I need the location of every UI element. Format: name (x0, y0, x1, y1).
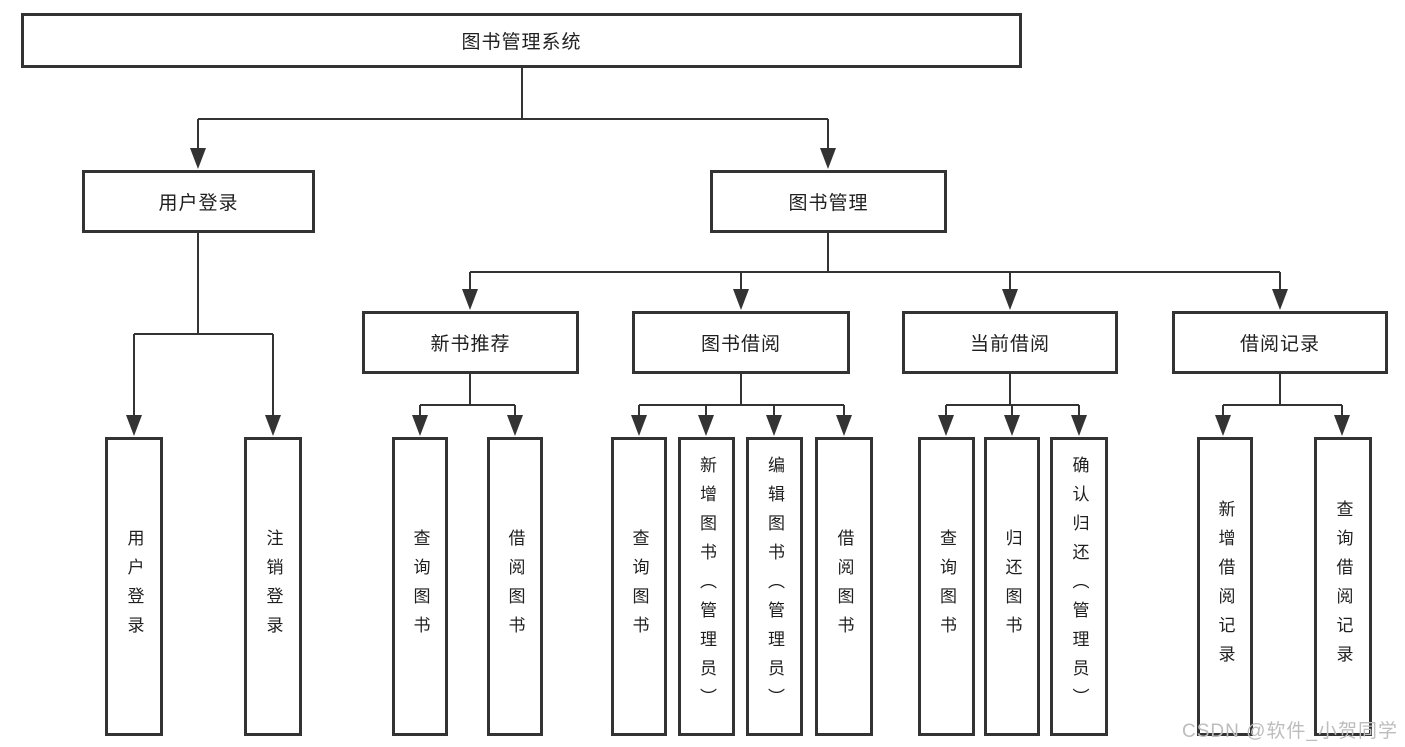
leaf-add-books-admin: 新增图书（管理员） (678, 437, 735, 736)
node-root: 图书管理系统 (21, 13, 1022, 68)
leaf-return-books-label: 归还图书 (1002, 528, 1022, 645)
csdn-watermark: CSDN @软件_小贺同学 (1182, 721, 1398, 742)
node-book-borrow-label: 图书借阅 (700, 334, 781, 355)
leaf-user-login: 用户登录 (105, 437, 163, 736)
leaf-query-books-recommend-label: 查询图书 (410, 528, 430, 645)
leaf-query-books-current: 查询图书 (918, 437, 975, 736)
node-new-book-recommend: 新书推荐 (362, 311, 579, 374)
leaf-query-borrow-record: 查询借阅记录 (1314, 437, 1372, 736)
node-book-borrow: 图书借阅 (632, 311, 850, 374)
leaf-return-books: 归还图书 (984, 437, 1040, 736)
node-user-login-label: 用户登录 (158, 193, 239, 214)
leaf-query-borrow-record-label: 查询借阅记录 (1333, 499, 1353, 674)
leaf-add-books-admin-label: 新增图书（管理员） (697, 456, 716, 717)
node-current-borrow: 当前借阅 (902, 311, 1118, 374)
node-new-book-recommend-label: 新书推荐 (430, 334, 511, 355)
leaf-borrow-books: 借阅图书 (815, 437, 873, 736)
node-borrow-records: 借阅记录 (1172, 311, 1388, 374)
node-book-management-label: 图书管理 (788, 193, 869, 214)
leaf-query-books-borrow: 查询图书 (611, 437, 667, 736)
leaf-edit-books-admin-label: 编辑图书（管理员） (765, 456, 784, 717)
leaf-borrow-books-recommend: 借阅图书 (487, 437, 543, 736)
leaf-user-login-label: 用户登录 (124, 528, 144, 645)
node-current-borrow-label: 当前借阅 (969, 334, 1050, 355)
leaf-confirm-return-admin-label: 确认归还（管理员） (1069, 456, 1089, 717)
leaf-query-books-borrow-label: 查询图书 (629, 528, 649, 645)
node-root-label: 图书管理系统 (461, 32, 582, 53)
leaf-borrow-books-recommend-label: 借阅图书 (505, 528, 525, 645)
leaf-confirm-return-admin: 确认归还（管理员） (1050, 437, 1108, 736)
leaf-logout: 注销登录 (244, 437, 302, 736)
leaf-borrow-books-label: 借阅图书 (834, 528, 854, 645)
leaf-add-borrow-record: 新增借阅记录 (1197, 437, 1253, 736)
leaf-query-books-current-label: 查询图书 (937, 528, 956, 645)
node-user-login: 用户登录 (82, 170, 315, 233)
leaf-query-books-recommend: 查询图书 (392, 437, 448, 736)
leaf-edit-books-admin: 编辑图书（管理员） (746, 437, 803, 736)
node-borrow-records-label: 借阅记录 (1239, 334, 1320, 355)
node-book-management: 图书管理 (710, 170, 947, 233)
leaf-add-borrow-record-label: 新增借阅记录 (1215, 499, 1235, 674)
leaf-logout-label: 注销登录 (263, 528, 283, 645)
